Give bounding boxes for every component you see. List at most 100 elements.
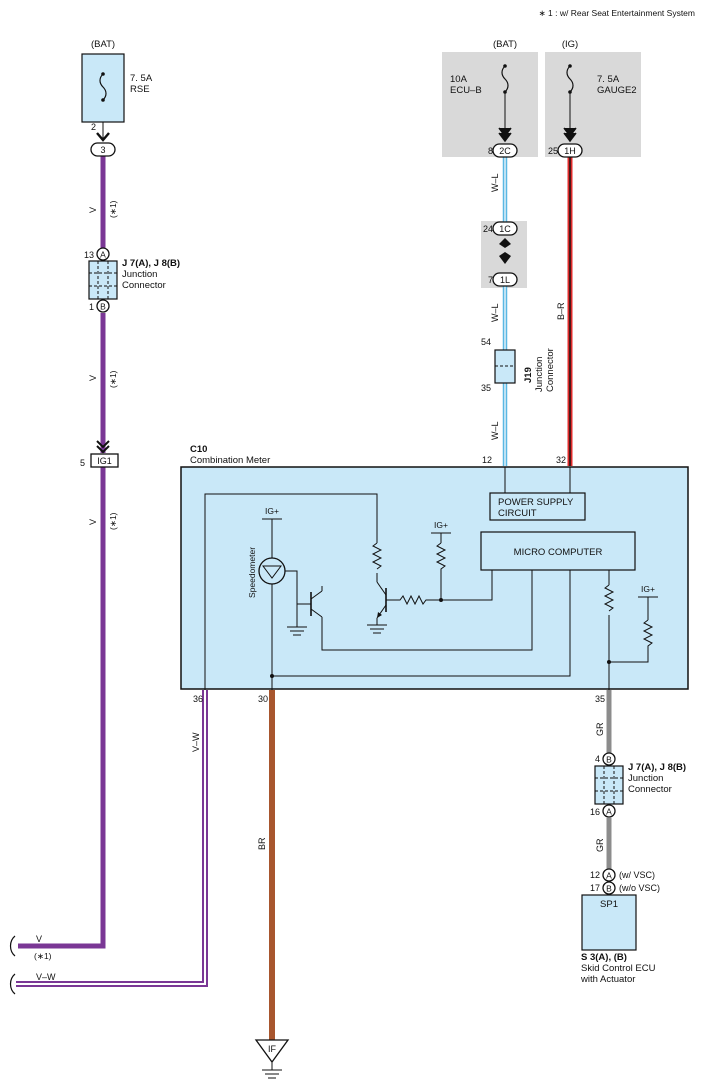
svg-text:B: B — [606, 755, 612, 765]
svg-text:12: 12 — [482, 455, 492, 465]
svg-text:POWER SUPPLY: POWER SUPPLY — [498, 497, 574, 508]
svg-text:(∗1): (∗1) — [108, 200, 118, 218]
svg-text:Junction: Junction — [534, 357, 545, 392]
svg-text:(∗1): (∗1) — [108, 370, 118, 388]
svg-text:Speedometer: Speedometer — [247, 547, 257, 598]
svg-text:5: 5 — [80, 458, 85, 468]
svg-text:J 7(A), J 8(B): J 7(A), J 8(B) — [122, 258, 180, 269]
svg-text:1L: 1L — [500, 275, 510, 285]
svg-text:30: 30 — [258, 694, 268, 704]
connector-ig1: 5 IG1 — [80, 440, 119, 468]
wire-b-r-label: B–R — [556, 302, 566, 320]
svg-text:(IG): (IG) — [562, 39, 578, 50]
svg-text:Junction: Junction — [628, 773, 663, 784]
svg-text:V–W: V–W — [191, 732, 201, 752]
svg-text:(∗1): (∗1) — [34, 951, 52, 961]
svg-text:25: 25 — [548, 146, 558, 156]
svg-text:C10: C10 — [190, 444, 207, 455]
gauge2-shade — [545, 52, 641, 157]
svg-text:B: B — [100, 302, 106, 312]
svg-text:54: 54 — [481, 337, 491, 347]
svg-text:Connector: Connector — [628, 784, 672, 795]
svg-text:SP1: SP1 — [600, 899, 618, 910]
svg-text:(w/ VSC): (w/ VSC) — [619, 870, 655, 880]
wire-w-l-labels: W–L W–L W–L — [490, 173, 500, 440]
svg-text:GR: GR — [595, 838, 605, 852]
svg-text:GR: GR — [595, 722, 605, 736]
svg-text:RSE: RSE — [130, 84, 150, 95]
svg-text:1: 1 — [89, 302, 94, 312]
svg-text:A: A — [606, 807, 612, 817]
wire-gr-labels: GR GR — [595, 722, 605, 852]
svg-text:CIRCUIT: CIRCUIT — [498, 508, 537, 519]
svg-text:4: 4 — [595, 754, 600, 764]
svg-text:12: 12 — [590, 870, 600, 880]
svg-text:Connector: Connector — [545, 348, 556, 392]
svg-text:1H: 1H — [564, 146, 576, 156]
svg-text:2C: 2C — [499, 146, 511, 156]
svg-text:13: 13 — [84, 250, 94, 260]
svg-text:7. 5A: 7. 5A — [130, 73, 153, 84]
skid-control-ecu: 12 A (w/ VSC) 17 B (w/o VSC) SP1 S 3(A),… — [580, 868, 660, 985]
svg-text:35: 35 — [595, 694, 605, 704]
junction-j19: 54 35 J19 Junction Connector — [481, 337, 556, 393]
fuse-gauge2: (IG) 7. 5A GAUGE2 25 1H — [548, 39, 637, 158]
svg-text:36: 36 — [193, 694, 203, 704]
wire-v — [18, 156, 106, 949]
svg-text:(w/o VSC): (w/o VSC) — [619, 883, 660, 893]
svg-text:(BAT): (BAT) — [91, 39, 115, 50]
svg-text:W–L: W–L — [490, 173, 500, 192]
svg-text:IG+: IG+ — [641, 584, 655, 594]
svg-text:A: A — [100, 250, 106, 260]
svg-text:10A: 10A — [450, 74, 468, 85]
svg-text:Junction: Junction — [122, 269, 157, 280]
wire-break-marks — [9, 935, 16, 995]
svg-text:W–L: W–L — [490, 303, 500, 322]
svg-text:7: 7 — [488, 275, 493, 285]
svg-text:16: 16 — [590, 807, 600, 817]
svg-text:(BAT): (BAT) — [493, 39, 517, 50]
micro-computer — [480, 531, 636, 571]
ground-if: IF — [254, 1039, 290, 1079]
inline-connector: 24 1C 7 1L — [483, 221, 518, 287]
wire-br-label: BR — [257, 837, 267, 850]
svg-text:with Actuator: with Actuator — [580, 974, 635, 985]
svg-text:MICRO COMPUTER: MICRO COMPUTER — [514, 547, 603, 558]
ecub-shade — [442, 52, 538, 157]
combination-meter: C10 Combination Meter 12 32 POWER SUPPLY… — [180, 444, 689, 704]
svg-text:IG+: IG+ — [434, 520, 448, 530]
svg-text:V: V — [36, 934, 42, 944]
power-supply-circuit — [489, 492, 586, 521]
svg-text:V: V — [88, 519, 98, 525]
svg-text:V–W: V–W — [36, 972, 56, 982]
svg-text:IG+: IG+ — [265, 506, 279, 516]
footnote: ∗ 1 : w/ Rear Seat Entertainment System — [539, 8, 695, 18]
svg-text:IG1: IG1 — [97, 456, 112, 466]
wire-v-labels: V (∗1) V (∗1) V (∗1) V (∗1) — [34, 200, 118, 961]
svg-text:3: 3 — [100, 145, 105, 155]
svg-text:Connector: Connector — [122, 280, 166, 291]
svg-text:J 7(A), J 8(B): J 7(A), J 8(B) — [628, 762, 686, 773]
svg-text:Skid Control ECU: Skid Control ECU — [581, 963, 656, 974]
svg-text:17: 17 — [590, 883, 600, 893]
svg-text:V: V — [88, 375, 98, 381]
svg-text:ECU–B: ECU–B — [450, 85, 482, 96]
speedometer-gauge — [258, 557, 286, 585]
junction-connector-right: 4 B 16 A J 7(A), J 8(B) Junction Connect… — [590, 752, 686, 818]
svg-text:GAUGE2: GAUGE2 — [597, 85, 637, 96]
svg-text:J19: J19 — [523, 367, 534, 383]
svg-text:35: 35 — [481, 383, 491, 393]
junction-connector-left: 13 A 1 B J 7(A), J 8(B) Junction Connect… — [84, 247, 180, 313]
svg-text:B: B — [606, 884, 612, 894]
wire-v-w — [16, 500, 208, 987]
svg-text:V: V — [88, 207, 98, 213]
svg-text:2: 2 — [91, 122, 96, 132]
wire-v-w-labels: V–W V–W — [36, 732, 201, 982]
svg-text:32: 32 — [556, 455, 566, 465]
svg-text:W–L: W–L — [490, 421, 500, 440]
svg-text:(∗1): (∗1) — [108, 512, 118, 530]
svg-text:7. 5A: 7. 5A — [597, 74, 620, 85]
fuse-rse: (BAT) 7. 5A RSE 2 3 — [81, 39, 153, 157]
svg-text:A: A — [606, 871, 612, 881]
